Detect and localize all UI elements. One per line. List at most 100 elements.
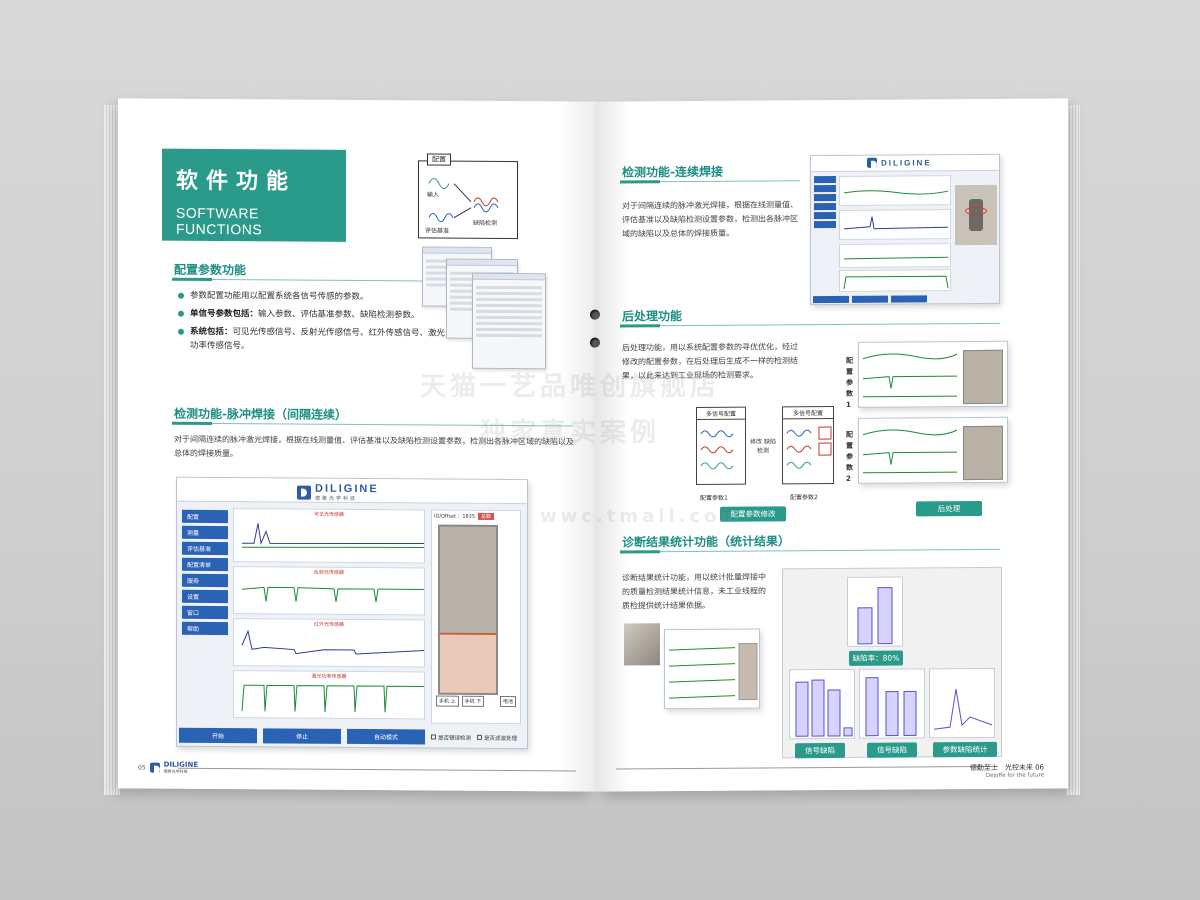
plot-reflect: 反射光传感器 [233,566,425,616]
menu-item[interactable] [814,175,836,184]
logo-sub: 德聚光学科技 [315,495,358,503]
diagram-input-label: 输入 [427,191,440,199]
stop-button[interactable]: 停止 [263,728,341,744]
menu-item[interactable] [814,220,836,229]
pulse-text: 对于间隔连续的脉冲激光焊接，根据在线测量值、评估基准以及缺陷检测设置参数，检测出… [174,434,574,459]
offset-value: 1835 [462,513,476,520]
post-plot-2 [862,429,958,474]
signal-defect-chart-2 [859,668,925,739]
post-window-1 [858,340,1008,408]
menu-item[interactable]: 服务 [182,573,228,588]
parts-photo [624,623,660,666]
binding-hole [590,337,600,348]
plot-laser: 激光功率传感器 [233,670,425,720]
right-page: 检测功能-连续焊接 对于间隔连续的脉冲激光焊接，根据在线测量值、评估基准以及缺陷… [590,98,1068,792]
menu-item[interactable]: 配置清单 [182,557,228,572]
app-side-menu: 配置 测量 评估基准 配置清单 服务 设置 窗口 帮助 [182,509,228,636]
bullet-item: 系统包括：可见光传感信号、反射光传感信号、红外传感信号、激光功率传感信号。 [178,325,448,355]
diagram-detect-label: 缺陷检测 [473,219,498,227]
plot2-c [839,243,951,268]
menu-item[interactable]: 测量 [182,525,228,540]
param-defect-tag: 参数缺陷统计 [933,741,997,758]
flow-box-1: 多信号配置 [696,406,746,485]
flow-arrow-label: 修改 缺陷检测 [750,438,776,455]
plot2-d [839,269,951,292]
config-bullets: 参数配置功能用以配置系统各信号传感的参数。 单信号参数包括：输入参数、评估基准参… [178,289,448,359]
footer-rule [178,767,576,772]
defect-rate-chart [847,576,903,647]
offset-label: ID/Offset : [434,513,460,520]
pulse-heading-line [172,422,572,427]
menu-item[interactable] [814,202,836,211]
hand-down-button[interactable]: 手机 下 [461,695,485,707]
config-dialog-3 [472,272,546,370]
defect-rate-tag: 缺陷率：80% [849,650,903,666]
app-logo: DILIGINE 德聚光学科技 [297,483,379,503]
menu-item[interactable]: 窗口 [182,605,228,620]
stats-panel: 缺陷率：80% 信号缺陷 信号缺陷 参数缺陷统计 [782,566,1002,759]
config-heading: 配置参数功能 [174,262,247,278]
plot-visible: 可见光传感器 [233,508,425,564]
stop-button[interactable] [852,295,888,303]
app2-bottom-bar [813,295,927,304]
plot-infrared: 红外光传感器 [233,618,425,668]
auto-mode-button[interactable]: 自动模式 [347,728,425,745]
plot2-a [839,175,951,206]
exit-button[interactable]: 电池 [499,695,516,708]
binding-hole [590,309,600,320]
part-panel: ID/Offset : 1835 总数 手机 上 手机 下 电池 [431,509,521,725]
title-cn: 软件功能 [176,168,297,195]
config-diagram-title: 配置 [427,153,451,166]
page-number-right: 06 [1035,763,1044,772]
tag-config-modify: 配置参数修改 [720,506,786,522]
flow-box-2: 多信号配置 [782,405,834,485]
part-image [438,524,498,695]
app-bottom-bar: 开始 停止 自动模式 是否错误检测 是否滤波处理 [179,727,517,745]
app-header: DILIGINE 德聚光学科技 [177,477,527,505]
post-side-label-2: 配置参数2 [846,430,853,483]
footer-slogan: 德勤至上 光控未来 [969,763,1033,773]
config-heading-line [172,278,422,282]
diagram-eval-label: 评估基准 [425,227,450,235]
post-window-2 [858,416,1008,484]
post-plot-1 [862,353,958,398]
right-footer: 德勤至上 光控未来 06 Dejoffe for the future [970,763,1044,780]
footer-logo-icon [149,762,160,773]
stats-text: 诊断结果统计功能，用以统计批量焊接中的质量检测结果统计信息，未工业线程的质检提供… [622,572,766,611]
page-stack-right [1066,105,1080,795]
continuous-text: 对于间隔连续的脉冲激光焊接，根据在线测量值、评估基准以及缺陷检测设置参数，检测出… [622,200,798,239]
auto-mode-button[interactable] [891,295,927,303]
error-detect-checkbox[interactable]: 是否错误检测 [431,733,471,741]
count-button[interactable]: 总数 [478,512,495,520]
menu-item[interactable]: 评估基准 [182,541,228,556]
continuous-heading-line [620,180,800,183]
bullet-item: 参数配置功能用以配置系统各信号传感的参数。 [178,289,448,305]
logo-mark-icon [867,157,877,168]
config-diagram: 配置 输入 评估基准 缺陷检测 [418,153,518,240]
filter-checkbox[interactable]: 是否滤波处理 [477,733,517,742]
menu-item[interactable]: 帮助 [182,621,228,636]
weld-photo [955,184,997,246]
tag-post-process: 后处理 [916,500,982,517]
post-side-label-1: 配置参数1 [846,356,853,409]
menu-item[interactable] [814,193,836,202]
param-defect-chart [929,667,995,739]
menu-item[interactable] [814,211,836,220]
start-button[interactable] [813,295,849,304]
signal-defect-tag-1: 信号缺陷 [795,742,845,759]
hand-up-button[interactable]: 手机 上 [436,695,459,707]
app-window-pulse: DILIGINE 德聚光学科技 配置 测量 评估基准 配置清单 服务 设置 窗口… [176,476,528,750]
page-stack-left [104,105,120,795]
bullet-item: 单信号参数包括：输入参数、评估基准参数、缺陷检测参数。 [178,307,448,323]
menu-item[interactable] [814,184,836,193]
app2-logo: DILIGINE [867,157,932,168]
signal-defect-tag-2: 信号缺陷 [867,742,917,758]
start-button[interactable]: 开始 [179,727,257,744]
left-page: 软件功能 SOFTWARE FUNCTIONS 配置 输入 评估基准 缺陷检测 … [118,98,596,792]
logo-text: DILIGINE [315,482,379,496]
stats-windows-stack [664,628,760,710]
footer-rule-right [616,765,998,770]
menu-item[interactable]: 设置 [182,589,228,604]
menu-item[interactable]: 配置 [182,509,228,524]
page-number-left: 05 [138,763,146,772]
